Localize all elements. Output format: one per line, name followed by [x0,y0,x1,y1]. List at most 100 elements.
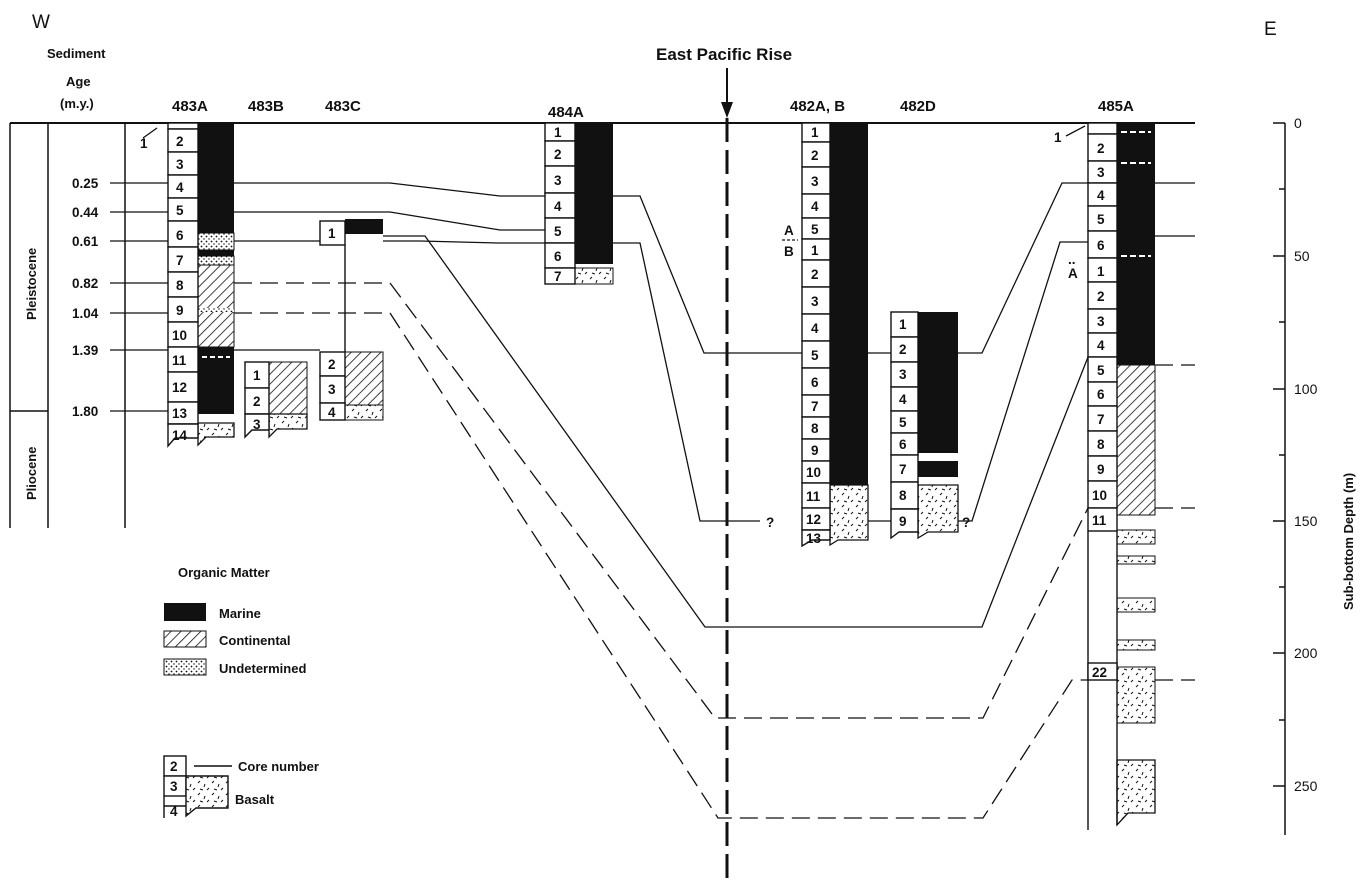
core-number-label: 11 [806,489,821,504]
core-number-label: 13 [172,406,188,421]
core-number-label: 9 [899,514,907,529]
core-number-label: 5 [176,203,184,218]
legend-label: Continental [219,633,291,648]
core-number-label: 3 [899,367,907,382]
west-label: W [32,12,50,33]
age-label: 1.80 [72,404,98,419]
core-number-label: 8 [1097,437,1105,452]
east-label: E [1264,19,1277,40]
core-key-number: 4 [170,804,178,819]
depth-axis-label: Sub-bottom Depth (m) [1341,473,1356,610]
core-number-label: 8 [811,421,819,436]
core-number-label: 4 [554,199,562,214]
uncertain-marker: ? [962,515,970,530]
core-number-label: 4 [1097,188,1105,203]
core-number-label: 2 [328,357,336,372]
core-number-label: 6 [1097,387,1105,402]
core-number-label: 9 [811,443,819,458]
core-number-label: 9 [176,303,184,318]
ridge-title: East Pacific Rise [656,45,792,64]
core-number-label: 4 [811,321,819,336]
core-number-label: 6 [554,249,562,264]
uncertain-marker: ? [766,515,774,530]
legend-swatch-undetermined [164,659,206,675]
core-number-label: 2 [253,394,261,409]
legend-swatch-marine [164,603,206,621]
core-number-label: 1 [811,125,819,140]
depth-tick-label: 0 [1294,115,1302,131]
core-number-label: 7 [899,462,907,477]
hole-485a-label: 485A [1098,98,1134,115]
core-number-label: 6 [811,375,819,390]
basalt-key-label: Basalt [235,792,275,807]
core-number-label: 11 [1092,513,1107,528]
age-header-line3: (m.y.) [60,96,94,111]
core-number-label: 5 [554,224,562,239]
core-number-label: 7 [554,269,562,284]
core-number-key-label: Core number [238,759,319,774]
hole-483a-label: 483A [172,98,208,115]
core-number-label: 3 [253,417,261,432]
core-number-label: 9 [1097,462,1105,477]
core-number-label: 5 [899,415,907,430]
age-label: 0.44 [72,205,99,220]
epoch-pliocene: Pliocene [24,447,39,500]
core-number-label: 1 [140,136,148,151]
core-number-label: 1 [899,317,907,332]
core-number-label: 11 [172,353,187,368]
core-number-label: 12 [172,380,187,395]
core-number-label: 5 [1097,363,1105,378]
core-number-label: 10 [172,328,187,343]
marker-a-482: A [784,223,794,238]
depth-tick-label: 50 [1294,248,1310,264]
core-number-label: 1 [1097,264,1105,279]
depth-tick-label: 250 [1294,778,1318,794]
marker-b-482: B [784,244,794,259]
core-number-label: 1 [1054,130,1062,145]
depth-tick-label: 150 [1294,513,1318,529]
age-label: 1.39 [72,343,98,358]
core-number-label: 3 [176,157,184,172]
core-number-label: 22 [1092,665,1107,680]
core-number-label: 4 [899,392,907,407]
hole-482ab-label: 482A, B [790,98,845,115]
legend-title: Organic Matter [178,565,270,580]
core-number-label: 5 [811,348,819,363]
core-number-label: 2 [176,134,184,149]
depth-axis [1273,123,1285,835]
core-number-label: 2 [811,148,819,163]
core-number-label: 2 [1097,141,1105,156]
marker-a-485: A [1068,266,1078,281]
core-number-label: 8 [899,488,907,503]
core-number-label: 2 [1097,289,1105,304]
age-label: 0.82 [72,276,98,291]
ridge-axis [721,68,733,880]
core-number-label: 1 [811,243,819,258]
age-label: 1.04 [72,306,99,321]
age-label: 0.25 [72,176,99,191]
correlation-lines [234,183,1195,818]
legend-swatch-continental [164,631,206,647]
core-number-label: 5 [1097,212,1105,227]
hole-483c-label: 483C [325,98,361,115]
core-number-label: 1 [328,226,336,241]
core-number-label: 5 [811,222,819,237]
core-number-label: 7 [1097,412,1105,427]
legend-label: Marine [219,606,261,621]
core-number-label: 12 [806,512,821,527]
core-number-label: 7 [176,253,184,268]
core-number-label: 1 [554,125,562,140]
core-key-number: 3 [170,779,178,794]
core-number-label: 3 [811,174,819,189]
core-number-label: 14 [172,428,188,443]
age-scale [110,128,168,411]
core-number-label: 2 [811,267,819,282]
core-number-label: 3 [1097,314,1105,329]
depth-tick-label: 100 [1294,381,1318,397]
age-header-line2: Age [66,74,91,89]
hole-482d-label: 482D [900,98,936,115]
epoch-pleistocene: Pleistocene [24,248,39,320]
marker-a-485-dots: .. [1068,252,1076,267]
legend-label: Undetermined [219,661,306,676]
core-number-label: 8 [176,278,184,293]
